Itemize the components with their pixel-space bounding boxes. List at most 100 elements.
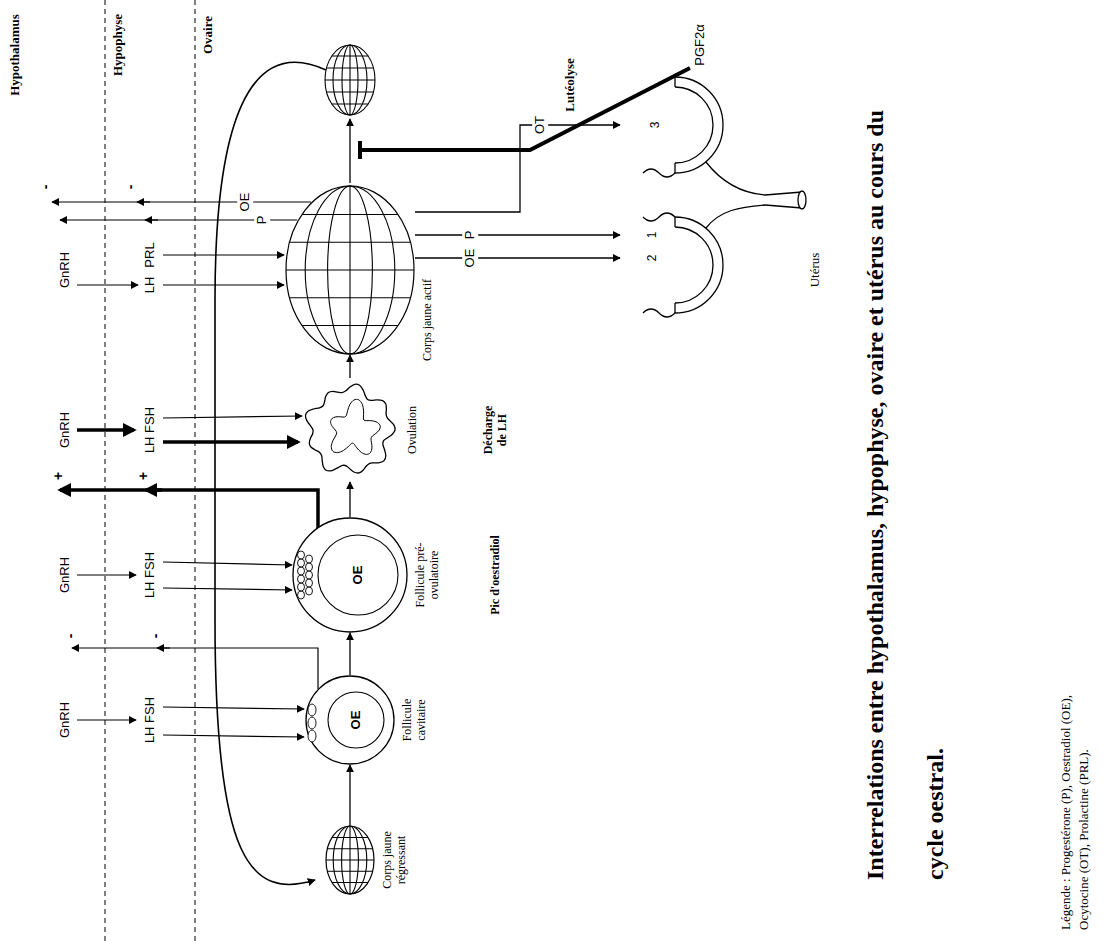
corpus-luteum-parallel [290, 242, 411, 243]
hormone-label: LH FSH [142, 407, 158, 453]
negative-feedback-arrow [52, 201, 311, 202]
band-separator [195, 0, 196, 941]
stage-arrow [349, 355, 350, 378]
lh-arrow [163, 735, 304, 737]
node-outline [292, 517, 408, 633]
event-label: Pic d'oestradiol [488, 535, 502, 615]
uterus-outline [674, 163, 675, 173]
corpus-luteum-parallel [327, 848, 372, 849]
feedback-sign: - [122, 185, 139, 190]
hormone-label: PRL [142, 242, 158, 267]
uterus-outline [674, 217, 675, 227]
hormone-arrow [415, 234, 620, 235]
cycle-loop-arrow [215, 62, 326, 884]
gnrh-surge-arrow [77, 428, 134, 432]
corpus-luteum: Corps jaune régressant [325, 825, 375, 895]
follicle-antrum [318, 535, 398, 615]
figure-caption: Légende : Progestérone (P), Oestradiol (… [1057, 680, 1093, 930]
node-outline [620, 55, 830, 340]
corpus-luteum-outline [325, 45, 375, 115]
granulosa-cell [298, 559, 305, 567]
hormone-label: GnRH [57, 412, 73, 448]
hormone-label: OE [462, 247, 478, 270]
corpus-luteum-parallel [332, 55, 368, 56]
corpus-luteum-parallel [332, 103, 368, 104]
corpus-luteum-parallel [327, 67, 374, 68]
cervix-opening [798, 191, 806, 209]
granulosa-cell [308, 717, 316, 729]
feedback-sign: - [37, 185, 54, 190]
corpus-luteum-parallel [327, 91, 374, 92]
corpus-luteum-parallel [290, 297, 411, 298]
band-separators [105, 0, 195, 941]
feedback-sign: - [147, 634, 164, 639]
uterus-outline [706, 162, 765, 195]
hormone-label: P [254, 214, 270, 227]
luteolysis-line [360, 68, 690, 150]
hormone-label: GnRH [57, 702, 73, 738]
luteolysis-bar [358, 141, 362, 159]
hormone-label: OT [532, 114, 548, 136]
hormone-label: GnRH [57, 252, 73, 288]
corpus-luteum-parallel [332, 882, 368, 883]
hormone-label: OE [348, 711, 364, 730]
hormone-label: LH FSH [142, 697, 158, 743]
negative-feedback-arrow [157, 647, 170, 648]
feedback-sign: + [135, 472, 152, 480]
uterus-outline [643, 169, 675, 177]
lh-arrow [163, 588, 292, 590]
feedback-sign: + [50, 472, 67, 480]
hormone-arrow [415, 125, 620, 212]
cycle-and-hormone-arrows [52, 62, 690, 884]
granulosa-cell [306, 563, 313, 571]
hormone-arrow [415, 257, 620, 258]
node-outline [300, 378, 400, 482]
figure-title: Interrelations entre hypothalamus, hypop… [845, 80, 965, 880]
uterus-outline [675, 77, 723, 173]
stage-label: Corps jaune actif [420, 265, 434, 375]
corpus-luteum-parallel [332, 837, 368, 838]
prl-arrow [163, 254, 284, 255]
corpus-luteum-outline [286, 186, 414, 354]
granulosa-cell [308, 730, 316, 742]
gnrh-arrow [77, 574, 136, 575]
positive-feedback-arrow [146, 488, 162, 492]
positive-feedback-arrow [60, 490, 318, 528]
uterus-outline [675, 87, 713, 163]
negative-feedback-arrow [137, 201, 150, 202]
hormone-label: LH FSH [142, 552, 158, 598]
gnrh-arrow [77, 284, 138, 285]
uterus-outline [706, 205, 765, 228]
uterus-outline [674, 303, 675, 313]
hormone-label: LH [142, 277, 158, 294]
granulosa-cell [306, 571, 313, 579]
granulosa-cell [298, 591, 305, 599]
uterus-drawing: Utérus [620, 55, 830, 340]
stage-label: Ovulation [405, 390, 419, 470]
organ-label: Utérus [807, 253, 823, 288]
lh-arrow [163, 284, 284, 285]
corpus-luteum-outline [326, 826, 374, 894]
follicle-wall [293, 518, 407, 632]
granulosa-cell [298, 583, 305, 591]
stage-arrow [349, 765, 350, 825]
stage-arrow [349, 482, 350, 517]
stage-label: Follicule pré-ovulatoire [413, 530, 442, 620]
stage-label: Follicule cavitaire [400, 680, 429, 760]
granulosa-cell [306, 579, 313, 587]
hormone-label: GnRH [57, 557, 73, 593]
uterus-outline [643, 213, 675, 221]
granulosa-cell [306, 587, 313, 595]
uterus-outline [643, 309, 675, 317]
band-label: Hypophyse [110, 14, 126, 76]
ovulation-shape: Ovulation [300, 378, 400, 482]
hormone-label: P [462, 229, 478, 242]
corpus-luteum-parallel [286, 269, 414, 270]
regression-arrow [349, 119, 350, 183]
corpus-luteum-parallel [325, 79, 375, 80]
corpus-luteum-parallel [326, 859, 374, 860]
band-separator [105, 0, 106, 941]
uterus-outline [765, 205, 802, 208]
